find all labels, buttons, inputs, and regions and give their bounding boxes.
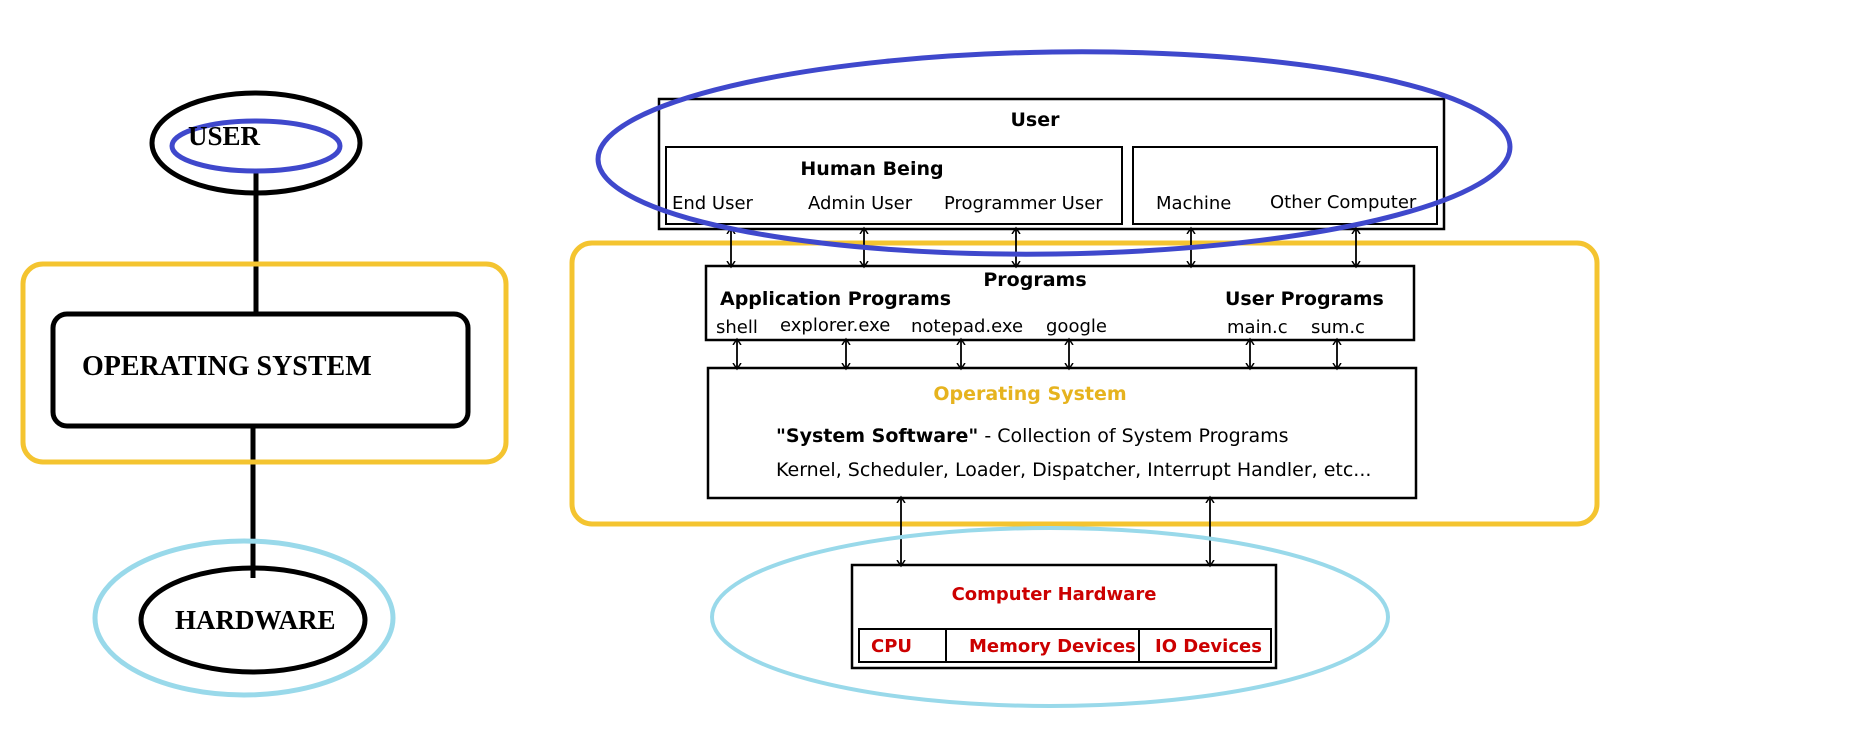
application-programs-title: Application Programs	[720, 288, 951, 310]
google-label: google	[1046, 316, 1107, 337]
hardware-components-row	[858, 628, 1272, 663]
user-programs-title: User Programs	[1225, 288, 1384, 310]
hardware-group-highlight	[710, 526, 1390, 708]
os-components-line: Kernel, Scheduler, Loader, Dispatcher, I…	[776, 459, 1371, 481]
os-hardware-arrows	[901, 498, 1210, 565]
left-hardware-ellipse	[138, 565, 368, 675]
user-group-highlight	[595, 49, 1513, 257]
programs-title: Programs	[983, 269, 1086, 291]
os-title: Operating System	[933, 383, 1126, 405]
left-diagram: USER OPERATING SYSTEM HARDWARE	[20, 90, 509, 698]
notepad-label: notepad.exe	[911, 316, 1023, 337]
left-user-ellipse	[149, 90, 363, 196]
system-software-rest: - Collection of System Programs	[978, 425, 1288, 447]
left-user-highlight	[169, 118, 343, 174]
right-diagram: User Human Being End User Admin User Pro…	[569, 49, 1600, 708]
main-c-label: main.c	[1227, 317, 1288, 338]
explorer-label: explorer.exe	[780, 315, 890, 336]
left-user-label: USER	[188, 121, 261, 151]
left-os-highlight	[20, 261, 509, 465]
left-os-box	[50, 311, 471, 429]
cpu-label: CPU	[871, 636, 912, 657]
admin-user-label: Admin User	[808, 193, 913, 214]
system-software-bold: "System Software"	[776, 425, 978, 447]
sum-c-label: sum.c	[1311, 317, 1365, 338]
left-hardware-label: HARDWARE	[175, 605, 336, 635]
hardware-title: Computer Hardware	[952, 584, 1157, 605]
os-group-highlight	[569, 240, 1600, 527]
other-computer-label: Other Computer	[1270, 192, 1417, 213]
os-box	[706, 366, 1418, 500]
left-os-label: OPERATING SYSTEM	[82, 351, 372, 382]
left-hardware-highlight	[92, 538, 396, 698]
human-being-title: Human Being	[800, 158, 943, 180]
program-os-arrows	[737, 340, 1337, 368]
programs-box	[704, 264, 1416, 342]
user-box-title: User	[1011, 109, 1061, 131]
end-user-label: End User	[672, 193, 754, 214]
programmer-user-label: Programmer User	[944, 193, 1103, 214]
user-program-arrows	[731, 229, 1356, 266]
memory-devices-label: Memory Devices	[969, 636, 1136, 657]
shell-label: shell	[716, 317, 758, 338]
io-devices-label: IO Devices	[1155, 636, 1262, 657]
machine-box	[1132, 146, 1438, 225]
system-software-line: "System Software" - Collection of System…	[776, 425, 1289, 447]
machine-label: Machine	[1156, 193, 1231, 214]
human-being-box	[665, 146, 1123, 225]
